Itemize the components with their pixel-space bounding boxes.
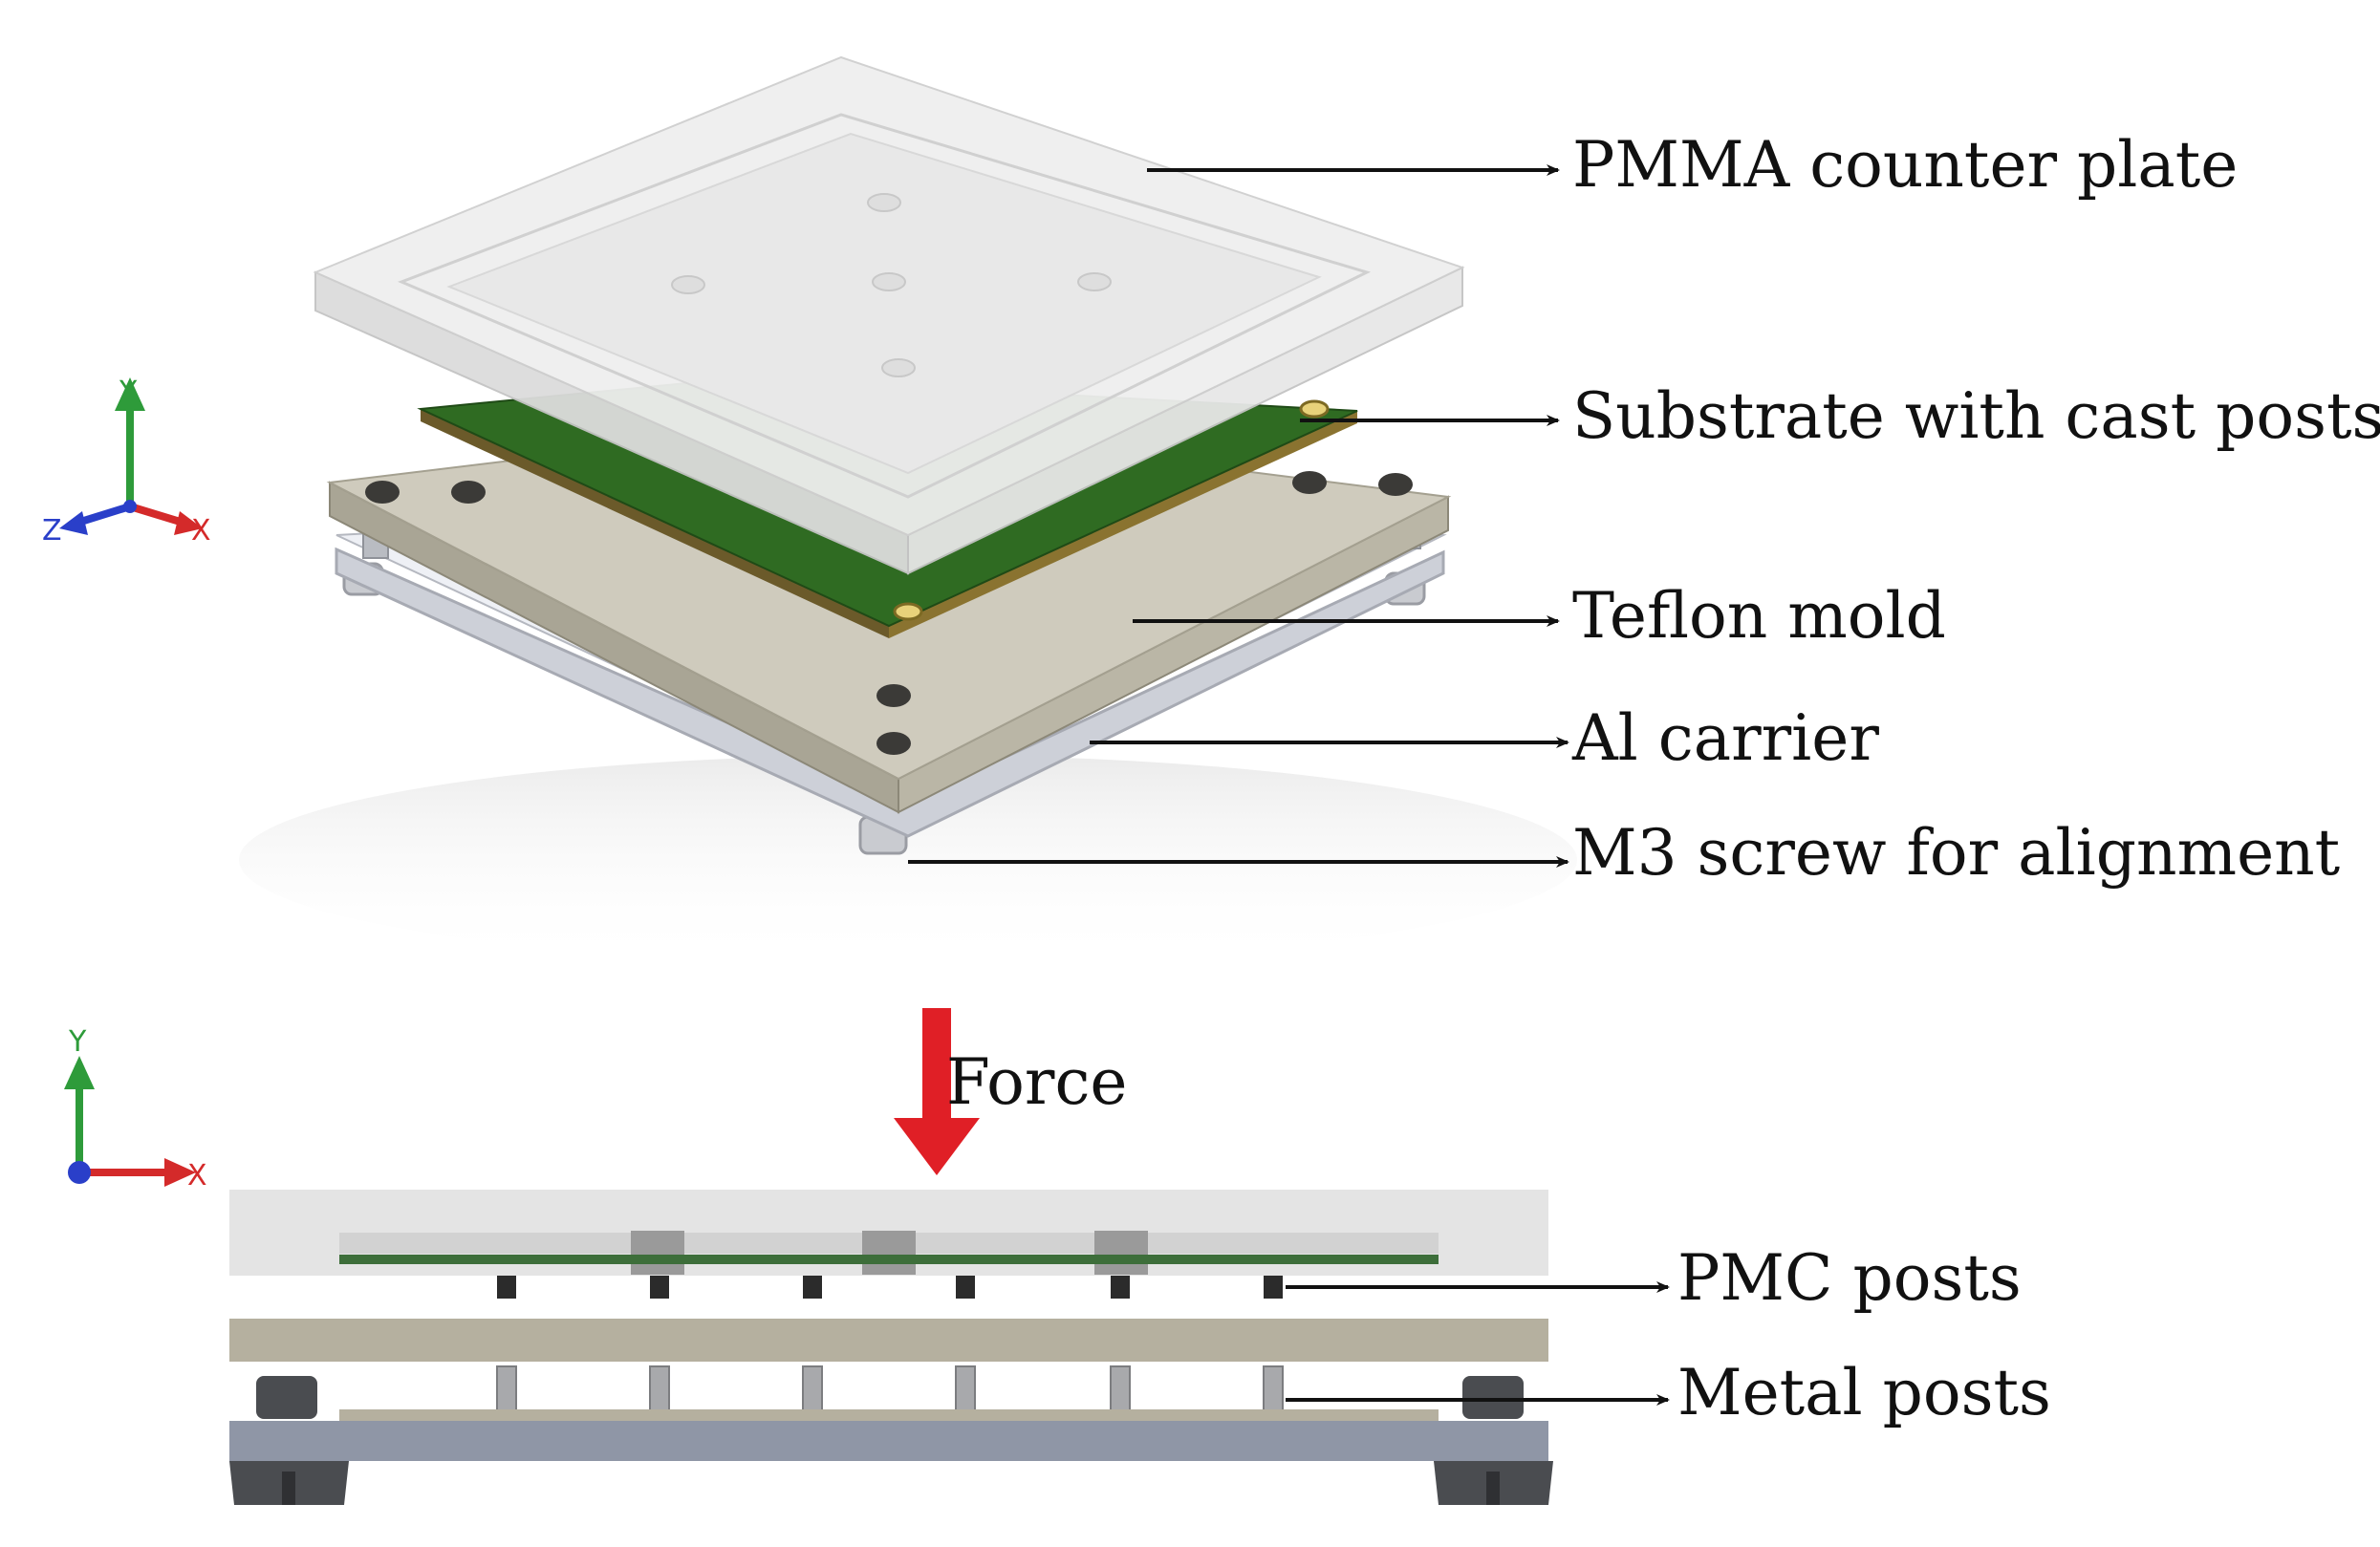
side-pcb-layer <box>339 1255 1439 1264</box>
label-pmma-counter-plate: PMMA counter plate <box>1572 128 2239 202</box>
side-metal-posts <box>496 1365 1284 1413</box>
axis-triad-2d: Y X <box>64 1025 207 1192</box>
side-pmma-pins <box>631 1231 1148 1275</box>
side-leader-arrows <box>1286 1281 1670 1406</box>
label-metal-posts: Metal posts <box>1677 1356 2051 1429</box>
x-axis-label: X <box>191 514 211 548</box>
label-force: Force <box>946 1045 1128 1119</box>
label-substrate-cast-posts: Substrate with cast posts <box>1572 379 2380 453</box>
exploded-view: Y X Z <box>42 55 1577 965</box>
label-pmc-posts: PMC posts <box>1677 1241 2022 1315</box>
side-al-carrier <box>229 1421 1548 1461</box>
exploded-leader-arrows <box>908 164 1569 868</box>
axis-triad-3d: Y X Z <box>42 376 211 548</box>
side-x-axis-label: X <box>187 1159 207 1192</box>
label-m3-screw: M3 screw for alignment <box>1572 816 2341 890</box>
label-teflon-mold: Teflon mold <box>1572 579 1946 653</box>
pmma-counter-plate <box>313 55 1465 575</box>
side-teflon-layer <box>229 1319 1548 1362</box>
side-pmc-posts <box>497 1276 1283 1299</box>
z-axis-label: Z <box>42 514 62 548</box>
side-view: Y X <box>64 1008 1670 1505</box>
force-arrow <box>894 1008 980 1175</box>
side-base-strip <box>339 1409 1439 1421</box>
side-screw-heads <box>256 1376 1524 1419</box>
y-axis-label: Y <box>119 376 138 409</box>
x-axis-arrow <box>128 503 188 527</box>
label-al-carrier: Al carrier <box>1572 701 1879 775</box>
side-feet <box>229 1461 1553 1505</box>
side-y-axis-label: Y <box>68 1025 87 1059</box>
